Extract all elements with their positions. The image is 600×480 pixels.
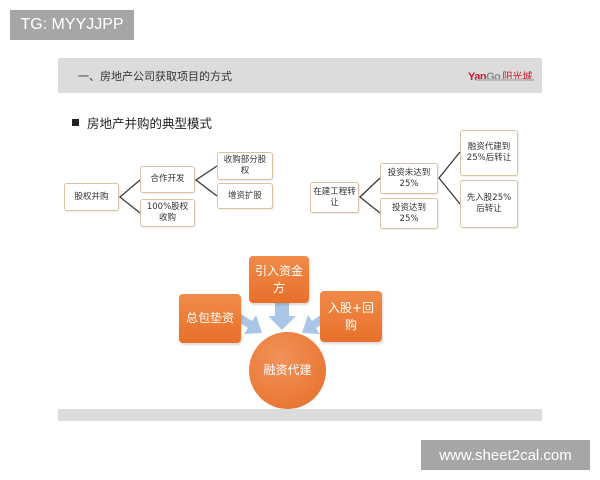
watermark-bottom: www.sheet2cal.com: [421, 440, 590, 470]
tree-node-partial-equity-acquisition: 收购部分股权: [217, 152, 273, 180]
financing-center-circle: 融资代建: [249, 332, 326, 409]
logo-brand-cn: 阳光城: [502, 72, 533, 83]
section-subtitle: 房地产并购的典型模式: [72, 113, 212, 132]
node-label: 在建工程转让: [313, 186, 356, 208]
financing-source-equity-buyback: 入股+回购: [320, 291, 382, 342]
watermark-top-text: TG: MYYJJPP: [20, 16, 124, 33]
node-label: 增资扩股: [227, 190, 262, 201]
circle-label: 融资代建: [263, 363, 312, 377]
slide-title: 一、房地产公司获取项目的方式: [78, 70, 232, 83]
box-label: 引入资金方: [254, 263, 303, 295]
watermark-bottom-text: www.sheet2cal.com: [439, 446, 572, 464]
tree-node-project-transfer: 在建工程转让: [310, 182, 359, 213]
node-label: 合作开发: [150, 174, 185, 184]
watermark-top: TG: MYYJJPP: [10, 10, 134, 40]
tree-node-capital-increase: 增资扩股: [217, 183, 273, 209]
box-label: 总包垫资: [185, 311, 234, 325]
financing-source-introduce-investor: 引入资金方: [249, 256, 309, 303]
tree-node-investment-below-25: 投资未达到25%: [380, 163, 438, 194]
node-label: 投资达到25%: [391, 202, 426, 224]
financing-source-contractor-advance: 总包垫资: [179, 294, 241, 343]
box-label: 入股+回购: [327, 300, 375, 332]
subtitle-text: 房地产并购的典型模式: [87, 116, 213, 131]
node-label: 收购部分股权: [223, 155, 267, 176]
tree-node-full-equity-acquisition: 100%股权收购: [140, 199, 195, 227]
tree-node-financing-construction-transfer: 融资代建到25%后转让: [460, 130, 518, 176]
node-label: 先入股25%后转让: [466, 193, 512, 214]
node-label: 100%股权收购: [146, 202, 189, 223]
tree-node-equity-ma: 股权并购: [64, 183, 119, 211]
slide-header-bar: [58, 58, 542, 93]
tree-node-equity-first-transfer: 先入股25%后转让: [460, 180, 518, 228]
node-label: 投资未达到25%: [387, 167, 431, 189]
square-bullet-icon: [72, 119, 79, 126]
node-label: 融资代建到25%后转让: [466, 142, 512, 163]
node-label: 股权并购: [74, 191, 109, 202]
tree-node-joint-development: 合作开发: [140, 166, 195, 193]
slide-footer-bar: [58, 409, 542, 421]
logo-tagline: [476, 79, 534, 81]
tree-node-investment-reached-25: 投资达到25%: [380, 198, 438, 229]
